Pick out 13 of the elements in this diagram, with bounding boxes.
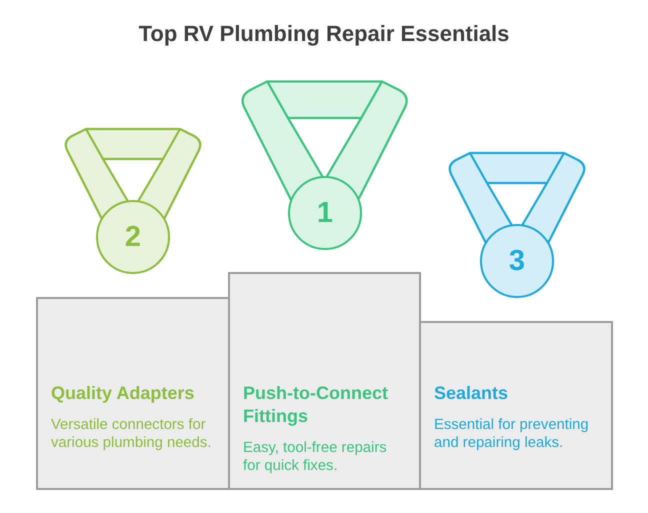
podium-block [36, 297, 230, 490]
podium-block [228, 272, 421, 490]
block-heading: Push-to-Connect Fittings [243, 382, 389, 428]
podium-block [419, 321, 613, 490]
block-description: Easy, tool-free repairs for quick fixes. [243, 439, 388, 475]
block-heading: Sealants [434, 382, 510, 405]
rank-number: 3 [508, 245, 526, 277]
block-description: Versatile connectors for various plumbing needs. [51, 416, 212, 452]
rank-number: 1 [316, 197, 334, 229]
rank-number: 2 [124, 221, 142, 253]
diagram-title: Top RV Plumbing Repair Essentials [138, 20, 510, 48]
block-heading: Quality Adapters [51, 382, 196, 405]
block-description: Essential for preventing and repairing leaks. [434, 416, 590, 452]
